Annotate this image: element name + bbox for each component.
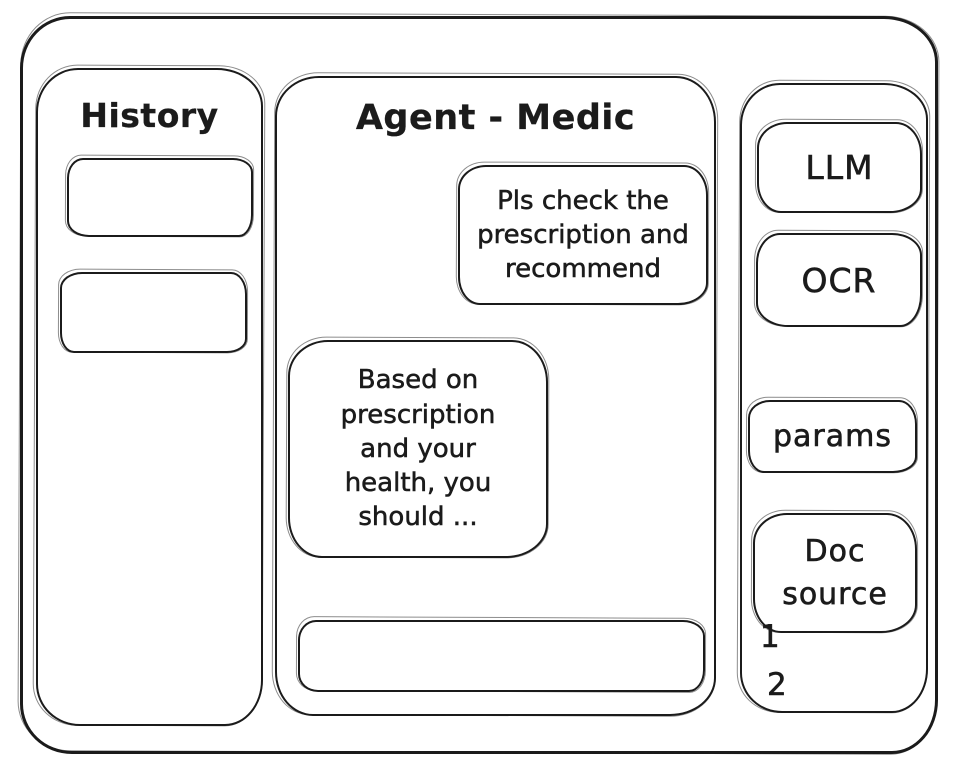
agent-message-bubble: Based on prescription and your health, y… bbox=[288, 340, 548, 558]
doc-source-button[interactable]: Doc source bbox=[753, 513, 917, 633]
history-item[interactable] bbox=[60, 272, 247, 353]
tools-panel: LLM OCR params Doc source 1 2 bbox=[740, 83, 928, 713]
user-message-bubble: Pls check the prescription and recommend bbox=[458, 165, 708, 305]
chat-title: Agent - Medic bbox=[355, 98, 636, 138]
llm-button[interactable]: LLM bbox=[757, 122, 922, 213]
chat-panel: Agent - Medic Pls check the prescription… bbox=[275, 76, 716, 716]
history-title: History bbox=[80, 96, 219, 135]
history-panel: History bbox=[36, 68, 263, 726]
doc-source-item-number: 1 bbox=[760, 619, 780, 656]
doc-source-item-number: 2 bbox=[767, 667, 787, 704]
params-button[interactable]: params bbox=[748, 400, 917, 473]
chat-input[interactable] bbox=[298, 620, 705, 692]
history-item[interactable] bbox=[67, 158, 253, 237]
app-frame: History Agent - Medic Pls check the pres… bbox=[20, 16, 938, 754]
ocr-button[interactable]: OCR bbox=[756, 233, 922, 327]
